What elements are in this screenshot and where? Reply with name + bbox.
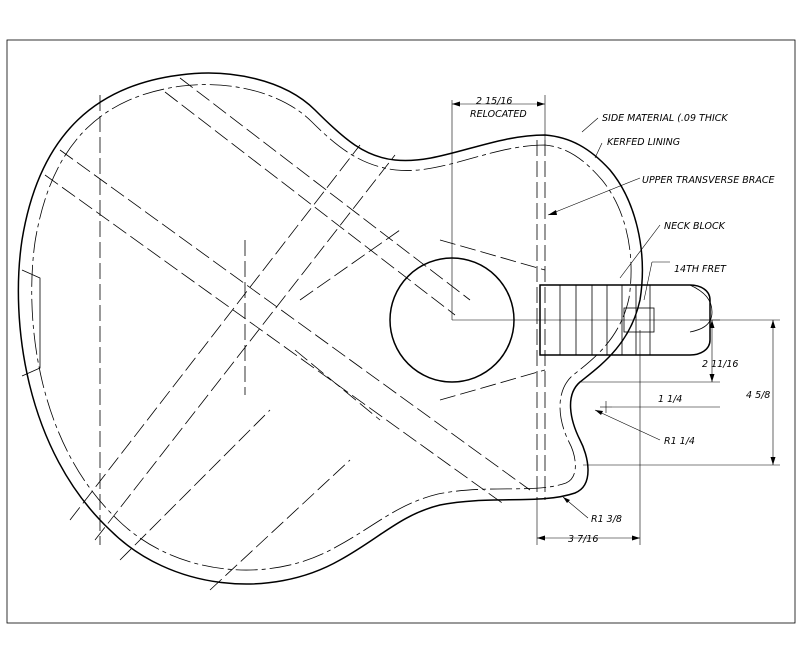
dim-cutaway-radius: R1 1/4 [594, 409, 695, 447]
body-outline [17, 72, 644, 585]
callouts: SIDE MATERIAL (.09 THICK KERFED LINING U… [547, 113, 774, 301]
kerfed-lining-outline [31, 84, 632, 571]
label-side-material: SIDE MATERIAL (.09 THICK [602, 113, 728, 124]
dim-cutaway-radius-text: R1 1/4 [664, 436, 695, 447]
label-14th-fret: 14TH FRET [674, 264, 727, 275]
dim-overall-height: 4 5/8 [583, 320, 780, 466]
label-kerfed-lining: KERFED LINING [607, 137, 680, 148]
dim-overall-height-text: 4 5/8 [746, 390, 770, 401]
dim-cutaway-offset-text: 1 1/4 [658, 394, 682, 405]
dim-soundhole-offset-text: 2 15/16 [476, 96, 512, 107]
dim-cutaway-center: 1 1/4 [600, 330, 720, 545]
label-neck-block: NECK BLOCK [664, 221, 726, 232]
dim-cutaway-width: 3 7/16 [536, 500, 640, 545]
top-braces [44, 77, 546, 591]
sheet-border [6, 39, 796, 624]
fretboard-extension [539, 284, 713, 356]
dim-lower-radius: R1 3/8 [562, 496, 622, 525]
dim-neck-to-center: 2 11/16 [580, 319, 780, 383]
dim-neck-to-center-text: 2 11/16 [702, 359, 738, 370]
label-upper-transverse-brace: UPPER TRANSVERSE BRACE [642, 175, 774, 186]
dim-soundhole-offset: 2 15/16 RELOCATED [452, 95, 546, 140]
tail-block [21, 269, 41, 377]
dim-soundhole-note-text: RELOCATED [470, 109, 527, 120]
dim-cutaway-width-text: 3 7/16 [568, 534, 598, 545]
dim-lower-radius-text: R1 3/8 [591, 514, 622, 525]
